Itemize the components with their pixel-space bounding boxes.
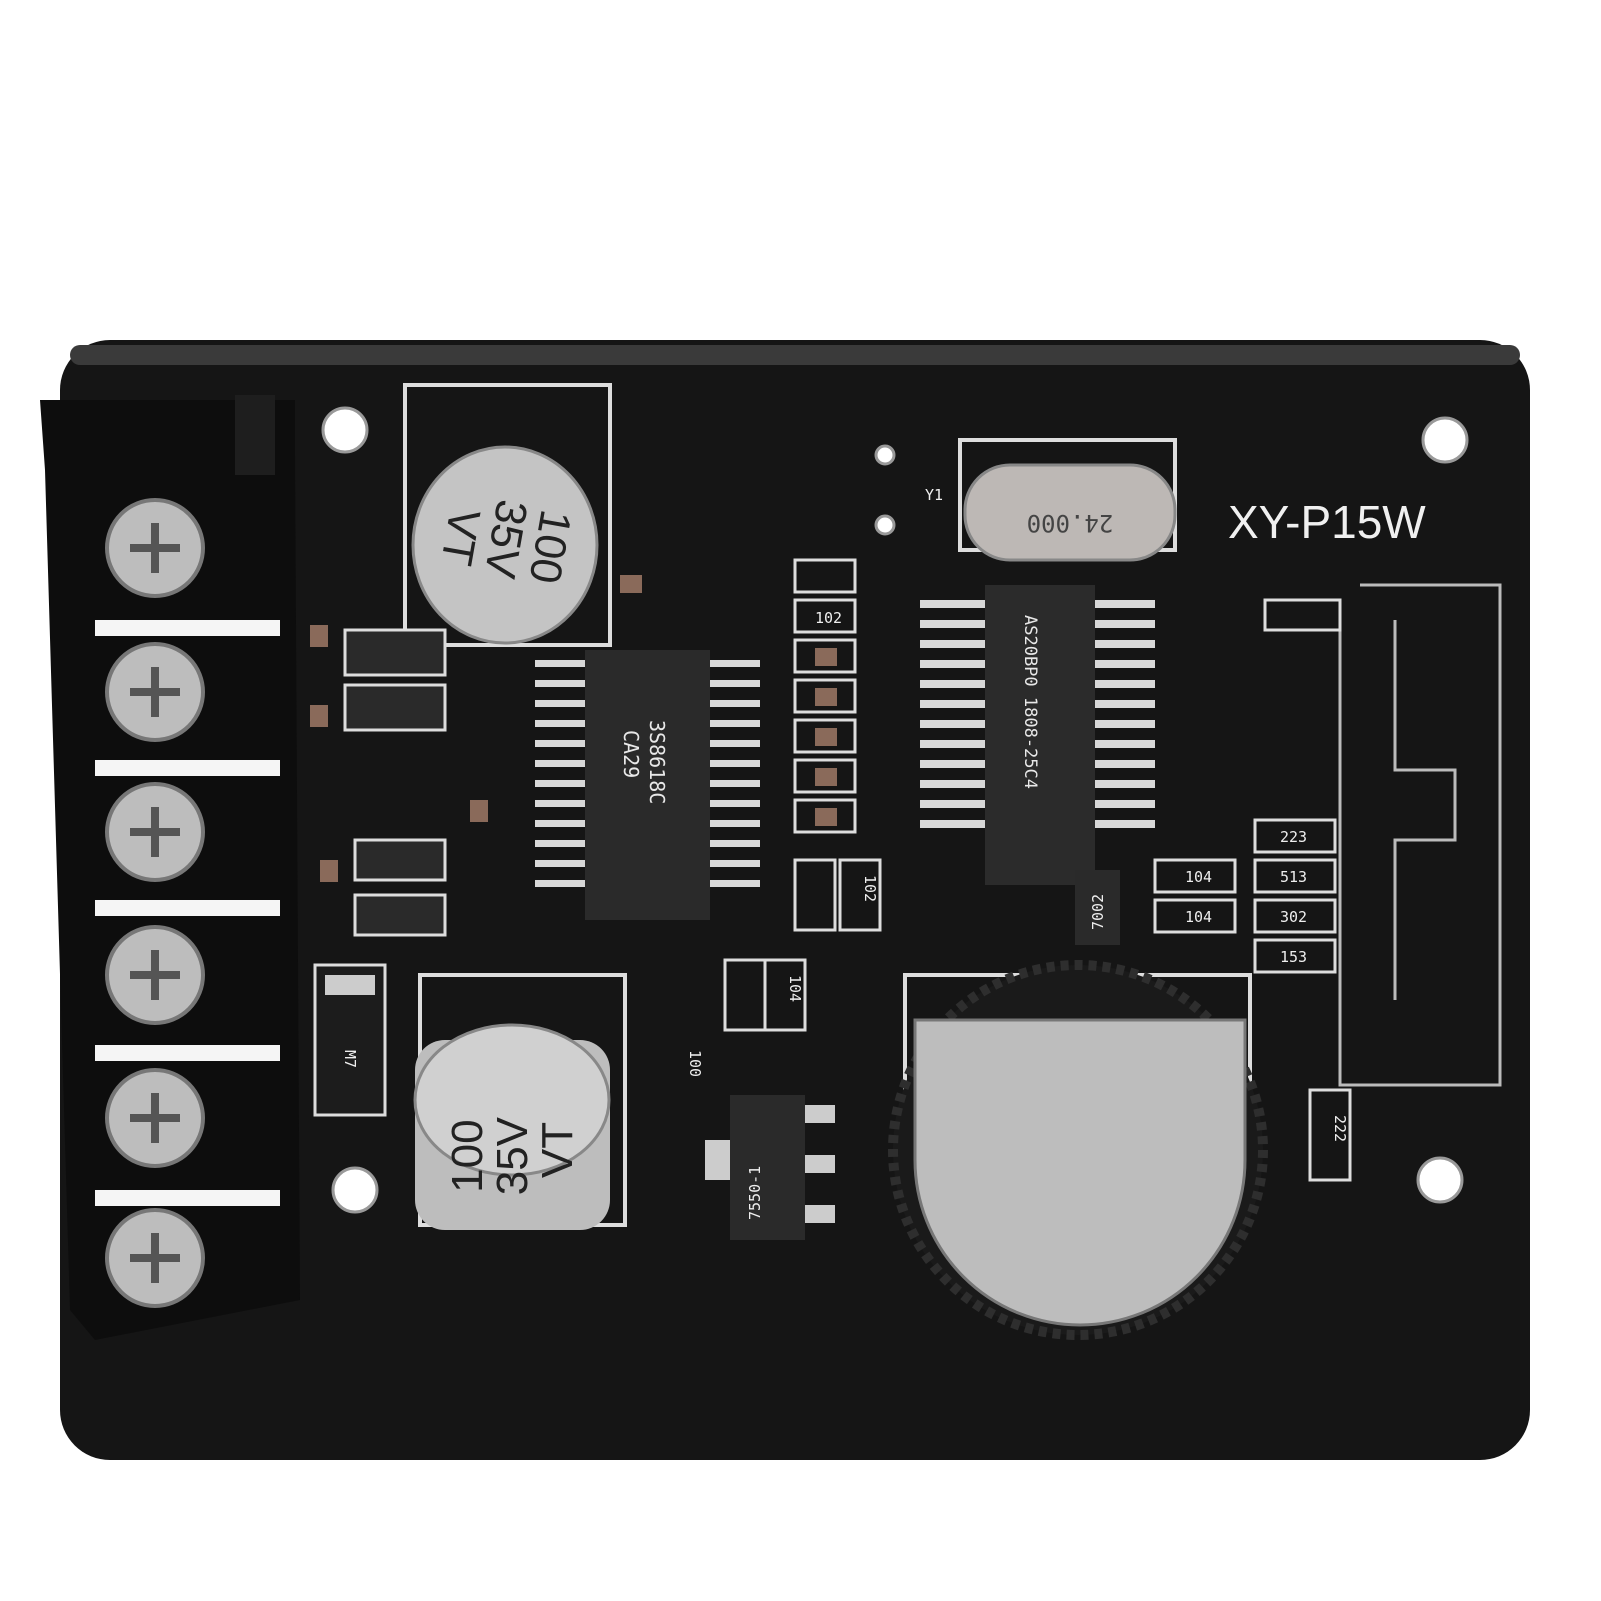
svg-text:3S8618C CA29: 3S8618C CA29 [619, 720, 669, 816]
svg-text:24.000: 24.000 [1027, 509, 1114, 537]
mounting-holes [321, 406, 1469, 1214]
capacitor-top: 100 35V VT [403, 383, 612, 647]
svg-text:104: 104 [1185, 908, 1212, 926]
svg-text:223: 223 [1280, 828, 1307, 846]
svg-text:302: 302 [1280, 908, 1307, 926]
voltage-regulator: 7550-1 [705, 1095, 835, 1240]
transistor: 7002 [1075, 870, 1120, 945]
svg-text:513: 513 [1280, 868, 1307, 886]
svg-text:7002: 7002 [1089, 894, 1107, 930]
antenna-trace [1338, 583, 1502, 1087]
amplifier-chip: 3S8618C CA29 [535, 650, 760, 920]
diode: M7 [313, 963, 387, 1117]
board-edge [70, 345, 1520, 365]
svg-text:153: 153 [1280, 948, 1307, 966]
svg-text:M7: M7 [341, 1050, 359, 1068]
volume-potentiometer [888, 960, 1268, 1340]
svg-text:102: 102 [815, 609, 842, 627]
inductors [343, 628, 447, 937]
svg-text:100: 100 [686, 1050, 704, 1077]
bluetooth-chip: AS20BP0 1808-25C4 [920, 585, 1155, 885]
smd-resistors: 102 102 104 104 223 513 302 153 222 100 … [310, 558, 1352, 1182]
svg-text:AS20BP0 1808-25C4: AS20BP0 1808-25C4 [1020, 615, 1040, 789]
svg-text:102: 102 [861, 875, 879, 902]
crystal-oscillator: 24.000 Y1 [925, 438, 1177, 562]
svg-text:222: 222 [1331, 1115, 1349, 1142]
svg-text:100 35V VT: 100 35V VT [443, 1105, 582, 1196]
svg-text:104: 104 [786, 975, 804, 1002]
svg-text:104: 104 [1185, 868, 1212, 886]
screw-terminal-block [40, 395, 300, 1340]
svg-text:7550-1: 7550-1 [746, 1166, 764, 1220]
capacitor-bottom: 100 35V VT [413, 973, 627, 1230]
model-label: XY-P15W [1228, 496, 1426, 548]
svg-text:Y1: Y1 [925, 486, 943, 504]
